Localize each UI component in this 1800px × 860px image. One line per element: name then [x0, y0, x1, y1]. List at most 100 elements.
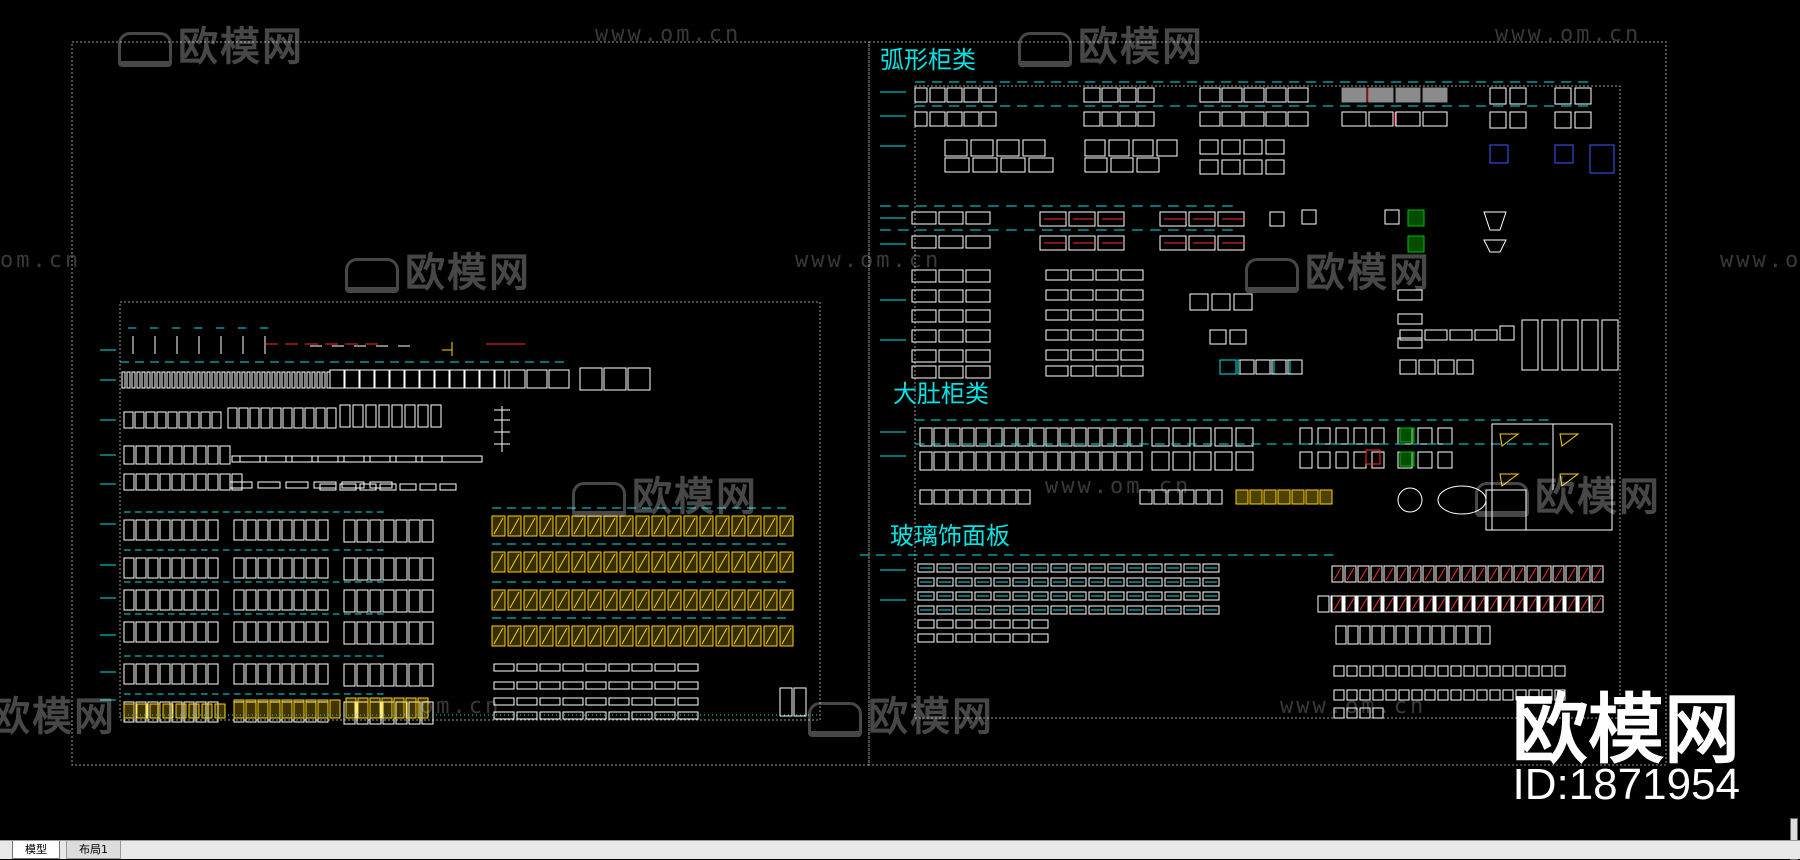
cad-block: [1437, 665, 1449, 677]
cad-block: [233, 589, 245, 611]
cad-block: [1538, 595, 1551, 613]
cad-block: [405, 697, 417, 719]
cad-block: [147, 589, 159, 611]
cad-block: [1120, 269, 1144, 281]
cad-block: [1574, 111, 1592, 129]
cad-block: [1031, 451, 1045, 471]
cad-block: [191, 371, 196, 389]
cad-block: [677, 663, 699, 672]
brand-id: ID:1871954: [1512, 760, 1740, 809]
tab-model[interactable]: 模型: [12, 841, 60, 859]
cad-block: [1437, 427, 1453, 445]
cad-block: [449, 369, 465, 389]
cad-block: [183, 589, 195, 611]
cad-block: [1317, 595, 1330, 613]
cad-block: [1139, 489, 1153, 505]
cad-block: [965, 365, 991, 379]
cad-block: [1395, 111, 1421, 127]
cad-block: [1012, 563, 1030, 573]
cad-block: [1489, 111, 1507, 129]
cad-line: [717, 591, 728, 609]
cad-block: [1341, 111, 1367, 127]
cad-block: [136, 371, 141, 389]
cad-block: [965, 329, 991, 343]
cad-block: [231, 455, 483, 463]
cad-block: [993, 633, 1011, 643]
cad-block: [251, 371, 256, 389]
cad-block: [171, 589, 183, 611]
cad-block: [1235, 451, 1254, 471]
cad-block: [1589, 144, 1615, 174]
cad-block: [126, 371, 131, 389]
cad-block: [1088, 605, 1106, 615]
cad-block: [313, 481, 337, 489]
cad-block: [269, 621, 281, 643]
cad-block: [1424, 329, 1448, 341]
heading-arc-cabinets: 弧形柜类: [880, 46, 976, 74]
cad-block: [963, 111, 980, 127]
dimension-mark: [1541, 597, 1550, 611]
sofa-logo-icon: [808, 701, 862, 737]
cad-block: [147, 621, 159, 643]
cad-block: [1101, 87, 1119, 103]
cad-block: [369, 455, 391, 463]
cad-block: [1357, 565, 1370, 583]
cad-block: [1333, 707, 1345, 719]
cad-block: [249, 407, 260, 429]
cad-block: [1601, 319, 1619, 371]
cad-block: [1050, 563, 1068, 573]
cad-block: [317, 621, 329, 643]
cad-block: [917, 577, 935, 587]
cad-block: [1554, 111, 1572, 129]
cad-block: [1115, 451, 1129, 471]
cad-block: [293, 557, 305, 579]
tab-layout1[interactable]: 布局1: [66, 841, 121, 859]
cad-block: [1211, 293, 1231, 311]
cad-block: [1031, 427, 1045, 447]
cad-block: [1419, 625, 1431, 645]
cad-block: [1045, 451, 1059, 471]
cad-drawing-canvas[interactable]: [0, 0, 1800, 840]
cad-block: [526, 369, 548, 389]
cad-block: [1193, 427, 1212, 447]
cad-block: [1346, 689, 1358, 701]
cad-block: [393, 697, 405, 719]
cad-block: [938, 235, 964, 249]
cad-line: [685, 627, 696, 645]
cad-block: [516, 681, 538, 690]
cad-block: [1450, 665, 1462, 677]
cad-block: [419, 369, 435, 389]
dimension-mark: [1411, 597, 1420, 611]
cad-block: [195, 557, 207, 579]
cad-block: [1372, 689, 1384, 701]
cad-block: [1069, 605, 1087, 615]
cad-block: [965, 349, 991, 363]
cad-line: [781, 591, 792, 609]
cad-block: [631, 681, 653, 690]
cad-block: [1424, 689, 1436, 701]
watermark-url: www.om.cn: [1720, 248, 1800, 273]
cad-block: [315, 407, 326, 429]
cad-block: [1120, 349, 1144, 361]
cad-block: [1107, 605, 1125, 615]
cad-block: [189, 411, 200, 429]
cad-block: [195, 701, 207, 723]
cad-block: [229, 481, 253, 489]
cad-block: [311, 371, 316, 389]
cad-block: [1335, 451, 1349, 469]
cad-block: [1235, 427, 1254, 447]
cad-block: [421, 589, 434, 613]
cad-block: [176, 371, 181, 389]
cad-block: [131, 371, 136, 389]
cad-block: [1541, 665, 1553, 677]
cad-block: [1070, 269, 1094, 281]
cad-model-viewport[interactable]: 欧模网 www.om.cn 欧模网 www.om.cn om.cn 欧模网 ww…: [0, 0, 1800, 840]
cad-block: [1335, 427, 1349, 445]
cad-block: [917, 619, 935, 629]
cad-block: [206, 371, 211, 389]
cad-block: [147, 701, 159, 723]
cad-block: [1126, 605, 1144, 615]
cad-block: [965, 289, 991, 303]
cad-block: [339, 483, 357, 491]
cad-line: [493, 553, 504, 571]
